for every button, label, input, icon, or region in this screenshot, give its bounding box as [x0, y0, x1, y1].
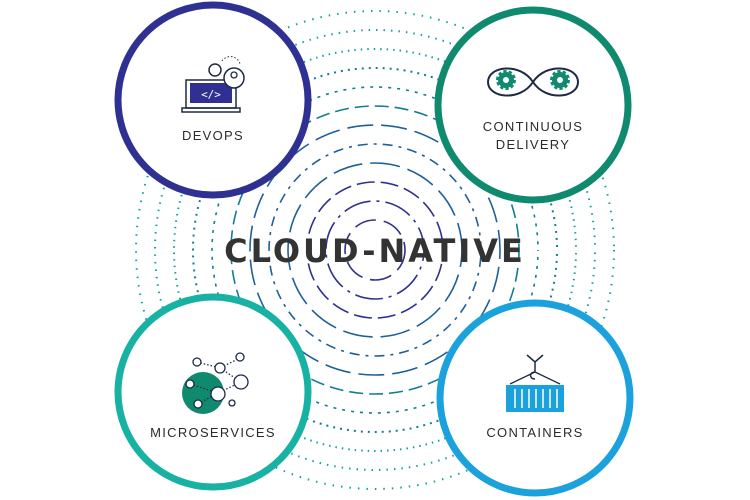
infinity-gears-icon — [486, 67, 580, 97]
dashed-ring — [325, 200, 425, 300]
dashed-ring — [211, 86, 539, 414]
dashed-ring — [249, 124, 501, 376]
laptop-code-icon: </> — [181, 56, 245, 113]
dashed-ring — [268, 143, 482, 357]
node-continuous-delivery: CONTINUOUS DELIVERY — [434, 6, 632, 204]
node-devops: </> DEVOPS — [114, 1, 312, 199]
dashed-ring — [344, 219, 406, 281]
continuous-delivery-circle — [434, 6, 632, 204]
node-containers: CONTAINERS — [436, 299, 634, 497]
center-title: CLOUD-NATIVE — [224, 232, 526, 270]
dashed-ring — [192, 67, 558, 433]
microservices-label: MICROSERVICES — [150, 425, 276, 440]
svg-text:</>: </> — [201, 88, 221, 101]
continuous-delivery-label-line1: CONTINUOUS — [483, 119, 583, 134]
dashed-ring — [287, 162, 463, 338]
continuous-delivery-label-line2: DELIVERY — [496, 137, 570, 152]
containers-label: CONTAINERS — [486, 425, 583, 440]
concentric-rings — [135, 10, 615, 490]
shipping-container-icon — [506, 354, 564, 412]
node-microservices: MICROSERVICES — [114, 293, 312, 491]
dashed-ring — [135, 10, 615, 490]
dashed-ring — [173, 48, 577, 452]
dashed-ring — [230, 105, 520, 395]
devops-label: DEVOPS — [182, 128, 244, 143]
network-nodes-icon — [182, 352, 249, 414]
dashed-ring — [306, 181, 444, 319]
